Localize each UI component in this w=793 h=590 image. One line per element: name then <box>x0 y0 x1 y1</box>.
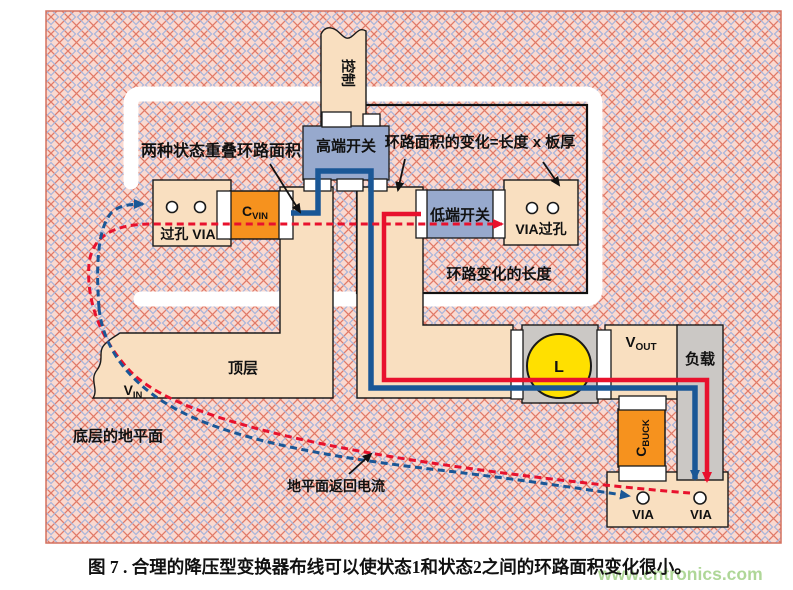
control-trace-strip <box>320 27 367 128</box>
low-side-switch-label: 低端开关 <box>429 206 490 224</box>
output-via-hole-right <box>693 491 707 505</box>
state1-current-trace-blue <box>291 168 700 481</box>
output-via-left-label: VIA <box>632 507 654 522</box>
inductor-label: L <box>554 359 564 376</box>
state1-return-path-blue-dashed-left <box>96 199 145 309</box>
cbuck-label: CBUCK <box>633 419 652 457</box>
control-label: 控制 <box>340 59 356 87</box>
cbuck-top-pad <box>618 395 667 411</box>
loop-change-arrow-left <box>395 158 406 192</box>
annotation-arrows <box>269 158 561 475</box>
loop-area-change-label: 环路面积的变化=长度 x 板厚 <box>385 133 575 151</box>
watermark: www.cntronics.com <box>597 564 763 584</box>
loop-outline-band <box>123 86 603 307</box>
figure-caption: 图 7 . 合理的降压型变换器布线可以使状态1和状态2之间的环路面积变化很小。 <box>88 557 692 577</box>
input-via-hole-1 <box>165 200 179 214</box>
low-side-right-pad <box>492 189 506 239</box>
loop-change-length-label: 环路变化的长度 <box>446 265 552 283</box>
output-via-hole-left <box>636 491 650 505</box>
input-via-hole-2 <box>193 200 207 214</box>
load-label: 负载 <box>685 350 715 368</box>
high-side-switch-label: 高端开关 <box>316 137 376 155</box>
overlap-area-arrow <box>269 163 302 214</box>
high-side-bottom-pad-2 <box>336 178 364 192</box>
right-via-hole-1 <box>525 201 539 215</box>
cbuck-bottom-pad <box>618 465 667 482</box>
switch-node-plane <box>356 186 514 399</box>
input-via-label: 过孔 VIA <box>160 226 215 242</box>
right-via-pad-box <box>503 179 579 246</box>
via-holes <box>165 200 707 505</box>
load-block <box>676 324 724 481</box>
high-side-top-pad <box>362 113 381 127</box>
return-current-arrow <box>348 452 373 475</box>
state2-current-trace-red <box>381 211 712 483</box>
vout-label: VOUT <box>625 334 656 353</box>
right-via-label: VIA过孔 <box>515 221 566 237</box>
cvin-label: CVIN <box>242 203 268 222</box>
bottom-ground-plane-label: 底层的地平面 <box>73 427 163 445</box>
cvin-left-pad <box>216 190 232 240</box>
overlap-loop-area-label: 两种状态重叠环路面积 <box>141 141 301 160</box>
right-via-hole-2 <box>546 201 560 215</box>
vin-top-layer-plane <box>91 186 334 399</box>
ground-return-current-label: 地平面返回电流 <box>287 478 385 494</box>
control-pad <box>321 111 352 128</box>
loop-change-arrow-right <box>542 161 561 187</box>
output-via-right-label: VIA <box>690 507 712 522</box>
cbuck-capacitor <box>617 408 666 468</box>
top-layer-label: 顶层 <box>228 360 258 377</box>
vin-label: VIN <box>124 382 143 401</box>
state2-return-path-red-dashed <box>87 219 691 495</box>
state1-return-path-blue-dashed-bottom <box>97 307 631 500</box>
